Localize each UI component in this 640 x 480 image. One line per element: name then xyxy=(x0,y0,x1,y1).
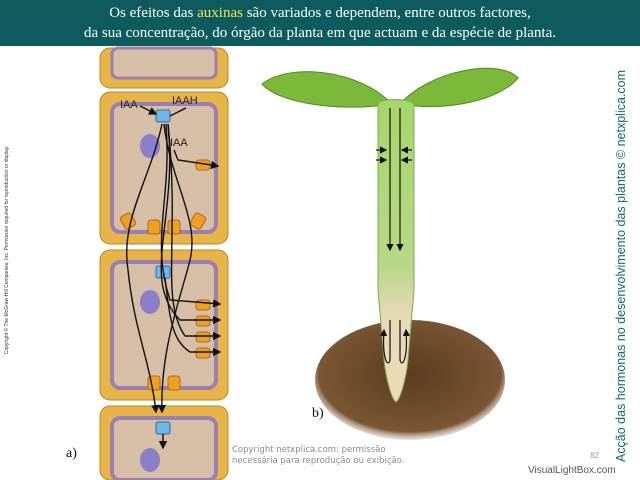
header-banner: Os efeitos das auxinas são variados e de… xyxy=(0,0,640,46)
visuallightbox-link[interactable]: VisualLightBox.com xyxy=(528,465,616,476)
seedling xyxy=(261,67,519,440)
soil xyxy=(315,320,505,440)
label-a: a) xyxy=(66,446,77,461)
auxin-flow-arrows xyxy=(126,105,222,450)
label-iaah: IAAH xyxy=(172,95,198,107)
header-line-2: da sua concentração, do órgão da planta … xyxy=(83,25,556,41)
header-line-1: Os efeitos das auxinas são variados e de… xyxy=(109,5,531,21)
label-b: b) xyxy=(312,406,324,421)
nucleus-1 xyxy=(140,134,160,158)
page-number: 82 xyxy=(590,451,599,460)
influx-carrier-1 xyxy=(155,109,171,123)
watermark: Copyright netxplica.com: permissão neces… xyxy=(232,445,405,466)
nucleus-2 xyxy=(140,290,160,314)
right-cotyledon xyxy=(399,67,519,107)
auxin-transport-diagram: IAA IAAH IAA xyxy=(99,46,519,480)
side-title: Acção das hormonas no desenvolvimento da… xyxy=(614,69,628,463)
influx-carrier-3 xyxy=(155,421,171,435)
label-iaa-outside: IAA xyxy=(120,99,138,111)
left-cotyledon xyxy=(261,71,394,108)
stem xyxy=(377,99,415,403)
stem-flow-arrows xyxy=(376,108,412,364)
label-iaa-inside: IAA xyxy=(170,137,188,149)
auxinas-highlight: auxinas xyxy=(197,5,243,21)
cell-column: IAA IAAH IAA xyxy=(99,46,229,480)
nucleus-3 xyxy=(140,448,160,472)
